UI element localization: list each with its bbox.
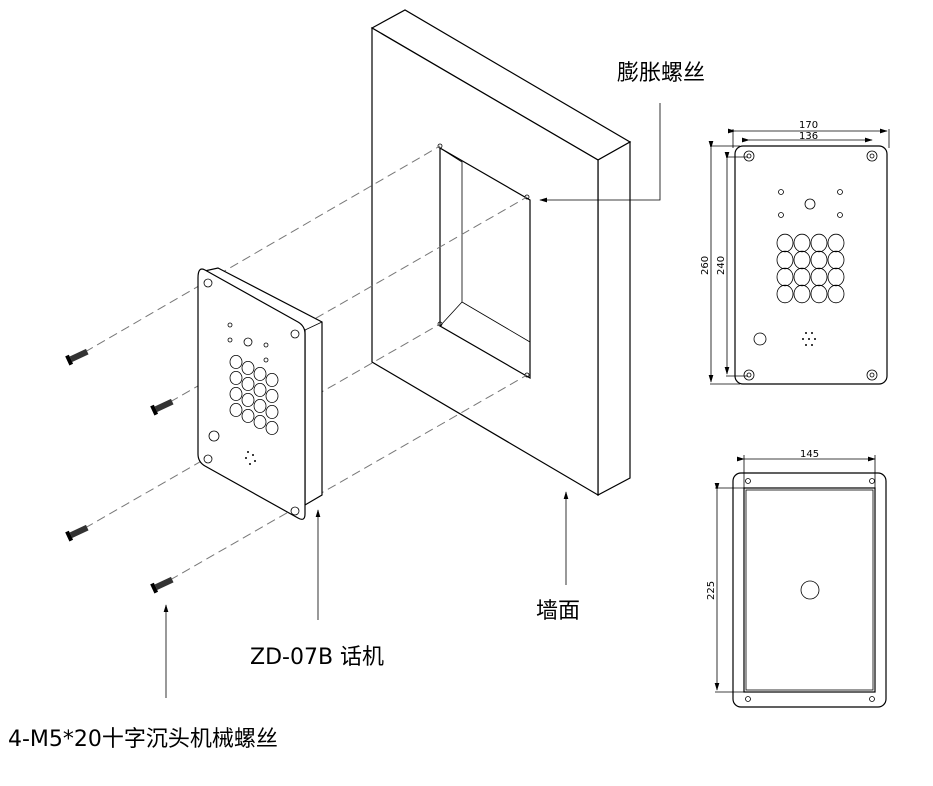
key [241, 376, 255, 391]
dim-hole-spacing-y: 240 [716, 256, 727, 275]
wall [370, 9, 632, 497]
phone-unit [197, 267, 323, 520]
key [229, 370, 243, 385]
back-box-drawing: 145 225 [706, 449, 887, 708]
key [265, 420, 279, 435]
key [265, 404, 279, 419]
label-phone: ZD-07B 话机 [250, 645, 384, 670]
label-wall: 墙面 [536, 599, 580, 624]
key [793, 233, 811, 253]
label-expansion-screw: 膨胀螺丝 [617, 61, 705, 86]
key [810, 250, 828, 270]
leader-expansion-screw [539, 103, 661, 203]
dim-width: 170 [799, 120, 818, 131]
key [253, 398, 267, 413]
key [241, 392, 255, 407]
key [793, 267, 811, 287]
keypad [229, 354, 279, 435]
key [229, 354, 243, 369]
key [793, 250, 811, 270]
key [241, 360, 255, 375]
key [810, 233, 828, 253]
key [810, 284, 828, 304]
key [827, 284, 845, 304]
screw-icon [65, 348, 89, 366]
dim-height: 260 [700, 256, 711, 275]
key [265, 372, 279, 387]
key [776, 284, 794, 304]
key [229, 386, 243, 401]
key [253, 382, 267, 397]
key [265, 388, 279, 403]
key [776, 233, 794, 253]
key [827, 250, 845, 270]
dim-box-height: 225 [706, 581, 717, 600]
front-view-drawing: 170 136 260 240 [700, 120, 890, 385]
key [810, 267, 828, 287]
key [776, 267, 794, 287]
key [253, 366, 267, 381]
screw-icon [150, 398, 174, 416]
speaker-holes [245, 451, 256, 465]
key [241, 408, 255, 423]
dim-hole-spacing-x: 136 [799, 131, 818, 142]
key [827, 233, 845, 253]
dim-box-width: 145 [800, 449, 819, 460]
key [229, 402, 243, 417]
screw-icon [65, 524, 89, 542]
wall-opening [437, 143, 531, 380]
key [793, 284, 811, 304]
key [776, 250, 794, 270]
label-screws: 4-M5*20十字沉头机械螺丝 [8, 727, 278, 752]
screw-icon [150, 576, 174, 594]
screws [65, 348, 174, 594]
key [827, 267, 845, 287]
key [253, 414, 267, 429]
